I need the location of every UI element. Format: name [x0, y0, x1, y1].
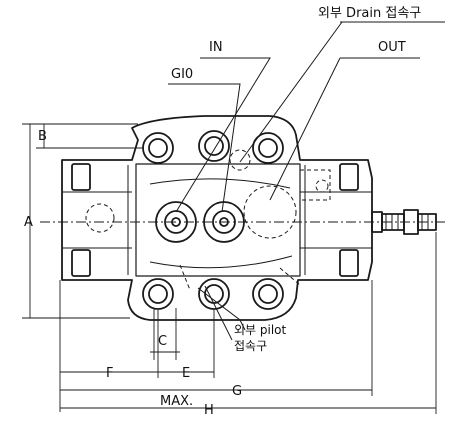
label-c: C	[158, 334, 167, 349]
label-out: OUT	[378, 40, 406, 55]
label-gio: GI0	[171, 67, 193, 82]
label-b: B	[38, 129, 47, 144]
label-max: MAX.	[160, 394, 193, 409]
label-drain: 외부 Drain 접속구	[318, 6, 421, 21]
label-h: H	[204, 403, 214, 418]
label-in: IN	[209, 40, 223, 55]
label-pilot-line2: 접속구	[234, 339, 267, 353]
label-e: E	[182, 366, 190, 381]
labels: 외부 Drain 접속구 IN OUT GI0 B A C F E G MAX.…	[24, 6, 421, 418]
top-bolt-holes	[142, 130, 284, 164]
label-f: F	[106, 366, 113, 381]
label-pilot-line1: 외부 pilot	[234, 323, 287, 337]
valve-body	[61, 115, 373, 321]
label-a: A	[24, 215, 33, 230]
central-ports	[85, 149, 331, 291]
label-g: G	[232, 384, 242, 399]
dimension-lines	[22, 123, 437, 414]
leader-lines	[168, 21, 445, 341]
bottom-bolt-holes	[142, 278, 284, 310]
